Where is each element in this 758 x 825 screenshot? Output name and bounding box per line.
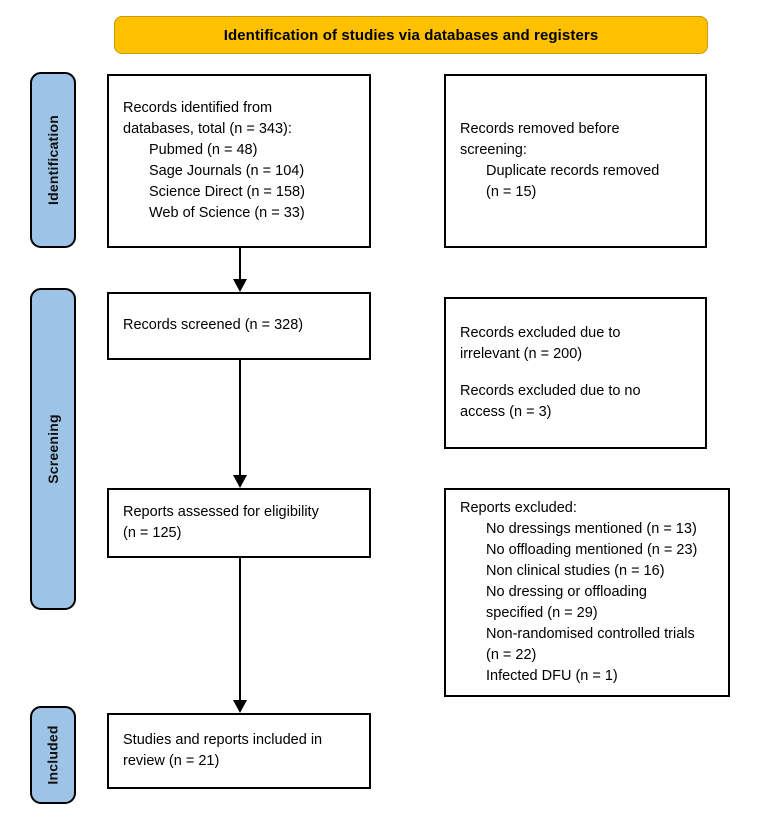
box-line: specified (n = 29): [486, 605, 598, 621]
box-line: Non clinical studies (n = 16): [486, 562, 665, 579]
box-line: irrelevant (n = 200): [460, 345, 583, 362]
header-title: Identification of studies via databases …: [223, 26, 599, 44]
stage-label-included: Included: [30, 706, 76, 804]
box-line: Web of Science (n = 33): [149, 205, 305, 222]
box-records-screened: Records screened (n = 328): [107, 292, 371, 360]
box-line: Infected DFU (n = 1): [486, 668, 618, 685]
stage-label-identification-text: Identification: [45, 115, 62, 205]
header-banner: Identification of studies via databases …: [114, 16, 708, 54]
box-line: (n = 125): [123, 525, 182, 541]
box-line: access (n = 3): [460, 404, 552, 421]
box-line: (n = 22): [486, 647, 537, 664]
box-records-identified: Records identified from databases, total…: [107, 74, 371, 248]
stage-label-identification: Identification: [30, 72, 76, 248]
stage-label-included-text: Included: [45, 725, 62, 785]
stage-label-screening-text: Screening: [45, 414, 61, 484]
box-line: Duplicate records removed: [486, 163, 660, 179]
box-reports-assessed-eligibility: Reports assessed for eligibility (n = 12…: [107, 488, 371, 558]
arrow-shaft: [239, 360, 241, 475]
box-line: Records excluded due to: [460, 324, 621, 341]
box-studies-included: Studies and reports included in review (…: [107, 713, 371, 789]
arrow-shaft: [239, 558, 241, 700]
box-line: No dressing or offloading: [486, 583, 647, 600]
box-reports-excluded: Reports excluded: No dressings mentioned…: [444, 488, 730, 697]
box-records-removed: Records removed before screening: Duplic…: [444, 74, 707, 248]
box-line: No dressings mentioned (n = 13): [486, 520, 697, 537]
arrow-shaft: [239, 248, 241, 279]
arrow-down-icon: [232, 248, 248, 292]
box-line: No offloading mentioned (n = 23): [486, 541, 698, 558]
paragraph-spacer: [460, 365, 691, 381]
box-line: Records removed before: [460, 120, 620, 137]
box-line: Records excluded due to no: [460, 383, 641, 399]
box-line: databases, total (n = 343):: [123, 120, 292, 137]
arrow-head: [233, 475, 247, 488]
box-records-excluded-screening: Records excluded due to irrelevant (n = …: [444, 297, 707, 449]
arrow-head: [233, 700, 247, 713]
box-line: Sage Journals (n = 104): [149, 163, 305, 179]
box-line: Non-randomised controlled trials: [486, 626, 695, 643]
box-line: (n = 15): [486, 184, 537, 201]
box-line: Pubmed (n = 48): [149, 141, 258, 158]
box-line: Reports excluded:: [460, 499, 577, 516]
box-line: Reports assessed for eligibility: [123, 503, 319, 520]
box-line: Science Direct (n = 158): [149, 184, 305, 201]
box-line: Studies and reports included in: [123, 731, 323, 748]
stage-label-screening: Screening: [30, 288, 76, 610]
arrow-down-icon: [232, 558, 248, 713]
arrow-head: [233, 279, 247, 292]
box-line: Records screened (n = 328): [123, 317, 304, 334]
box-line: review (n = 21): [123, 753, 220, 769]
arrow-down-icon: [232, 360, 248, 488]
box-line: screening:: [460, 141, 527, 158]
box-line: Records identified from: [123, 99, 273, 116]
